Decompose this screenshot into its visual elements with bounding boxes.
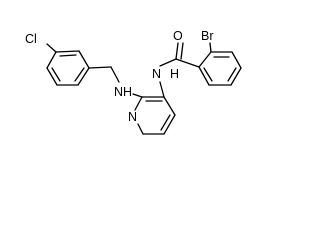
bond-pyridine-2 xyxy=(163,96,176,116)
bond-pyridine-6 xyxy=(134,96,143,111)
bond-cl-ring xyxy=(46,43,57,53)
pyridine-nitrogen-label: N xyxy=(128,110,137,124)
bond-clphenyl-4 xyxy=(77,67,90,86)
bond-brphenyl-1 xyxy=(198,51,212,68)
bond-clphenyl-double-3 xyxy=(59,54,77,57)
bond-clphenyl-1 xyxy=(46,51,57,69)
bond-clphenyl-double-1 xyxy=(51,67,61,82)
bond-amide-n-carbonyl xyxy=(159,58,177,67)
bond-clphenyl-2 xyxy=(46,67,58,86)
bond-ring-ch2 xyxy=(88,66,112,69)
bond-carbonyl-o-2 xyxy=(180,42,184,60)
bond-layer xyxy=(46,42,242,135)
bond-brphenyl-4 xyxy=(230,67,242,86)
bond-carbonyl-ring xyxy=(175,58,200,68)
atom-label-layer: Cl NH N H O Br N xyxy=(25,29,214,124)
amide-h-label: H xyxy=(170,67,179,81)
amine-nh-label: NH xyxy=(114,85,132,99)
bond-pyridine-amide-n xyxy=(159,81,165,98)
bond-clphenyl-6 xyxy=(55,50,80,53)
chlorine-label: Cl xyxy=(25,32,37,46)
bond-clphenyl-double-2 xyxy=(74,67,85,82)
molecule-structure-diagram: Cl NH N H O Br N xyxy=(25,29,242,135)
bond-ch2-nh xyxy=(110,66,120,83)
bromine-label: Br xyxy=(201,29,214,43)
bond-carbonyl-o-1 xyxy=(175,42,179,60)
bond-pyridine-5 xyxy=(137,123,144,135)
bond-brphenyl-6 xyxy=(198,66,210,86)
bond-brphenyl-double-2 xyxy=(227,67,237,82)
bond-nh-pyridine xyxy=(132,93,143,98)
bond-pyridine-double-2 xyxy=(160,114,171,131)
bond-ring-br xyxy=(209,42,212,53)
carbonyl-oxygen-label: O xyxy=(173,29,183,43)
bond-pyridine-3 xyxy=(163,114,176,135)
bond-clphenyl-5 xyxy=(78,50,90,69)
amide-n-label: N xyxy=(152,67,161,81)
bond-brphenyl-double-3 xyxy=(203,67,213,82)
bond-brphenyl-3 xyxy=(231,51,242,69)
